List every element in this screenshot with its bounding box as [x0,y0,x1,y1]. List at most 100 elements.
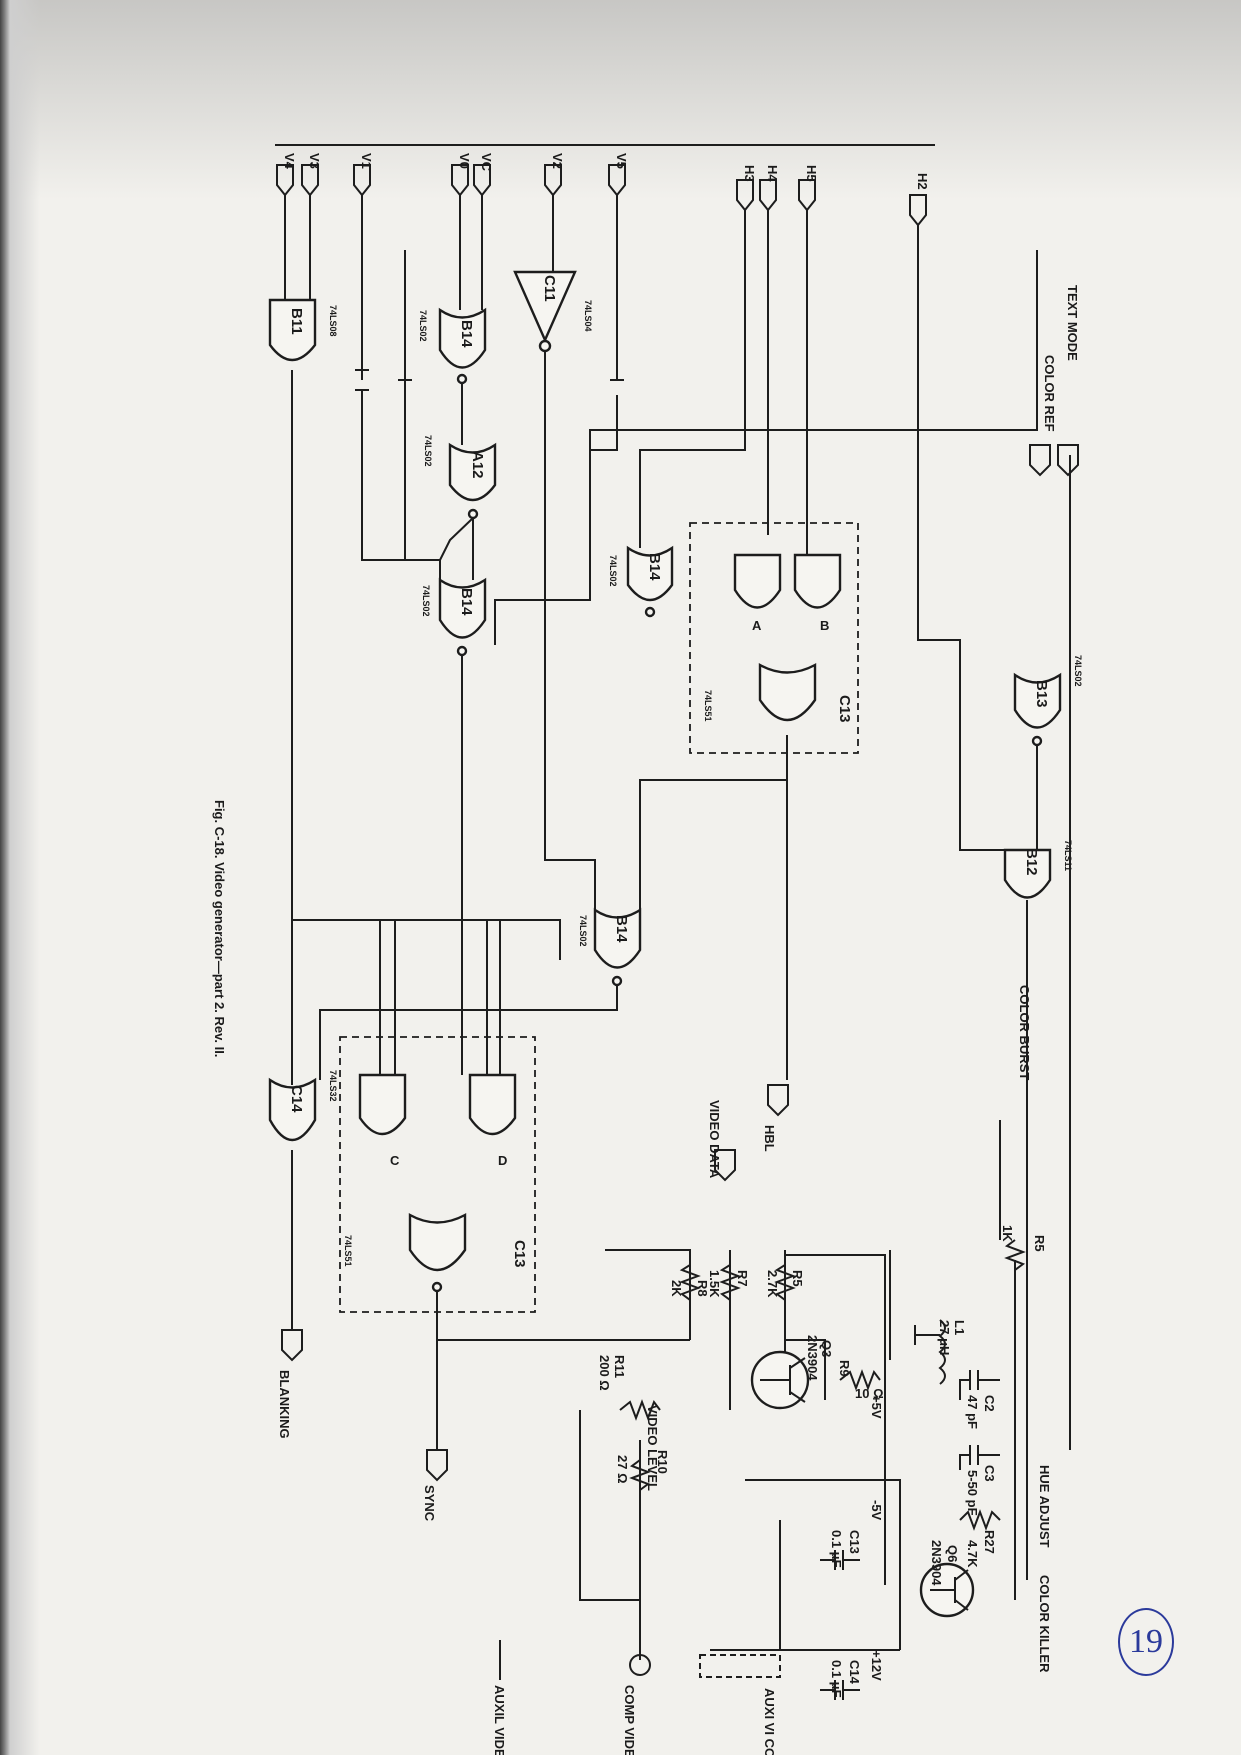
svg-text:B13: B13 [1033,680,1050,708]
svg-text:B14: B14 [646,553,663,581]
svg-text:VIDEO DATA: VIDEO DATA [707,1100,722,1179]
gate-b14-upper: B14 74LS02 [418,307,487,385]
input-label-vc: VC [479,153,494,172]
input-label-v2: V2 [550,153,565,169]
svg-text:74LS02: 74LS02 [421,585,431,617]
resistor-r5 [774,1250,796,1310]
svg-text:COLOR KILLER: COLOR KILLER [1037,1575,1052,1673]
svg-text:74LS02: 74LS02 [578,915,588,947]
svg-text:VIDEO LEVEL: VIDEO LEVEL [645,1405,660,1491]
svg-text:10 Ω: 10 Ω [855,1386,884,1401]
component-labels: R8 2K R7 1.5K R5 2.7K R9 10 Ω R11 200 Ω … [597,1225,1047,1698]
svg-text:47 pF: 47 pF [965,1395,980,1429]
svg-text:B: B [820,618,829,633]
gate-c11-inverter: C11 74LS04 [513,270,593,353]
gate-b14-middle: B14 74LS02 [421,577,487,657]
svg-text:TEXT MODE: TEXT MODE [1065,285,1080,361]
ic-c13-upper: A B C13 74LS51 [689,522,859,754]
svg-text:-5V: -5V [869,1500,884,1521]
svg-text:C3: C3 [982,1465,997,1482]
svg-text:4.7K: 4.7K [965,1540,980,1568]
svg-text:1K: 1K [1000,1225,1015,1242]
svg-text:B12: B12 [1023,848,1040,876]
resistor-r7 [719,1250,741,1310]
svg-text:2N3904: 2N3904 [929,1540,944,1586]
inductor-l1 [914,1319,946,1385]
svg-text:R8: R8 [695,1280,710,1297]
connector-text-mode [1057,444,1079,477]
svg-text:HUE ADJUST: HUE ADJUST [1037,1465,1052,1548]
svg-text:2.7K: 2.7K [765,1270,780,1298]
svg-text:R10: R10 [655,1450,670,1474]
svg-text:HBL: HBL [762,1125,777,1152]
resistor-r11 [619,1399,661,1421]
resistors [619,1239,1026,1531]
svg-text:Q6: Q6 [945,1545,960,1562]
svg-text:B14: B14 [458,588,475,616]
svg-text:1.5K: 1.5K [707,1270,722,1298]
input-label-v4: V4 [282,153,297,170]
wiring [284,195,1071,1660]
svg-text:BLANKING: BLANKING [277,1370,292,1439]
gate-b11: B11 74LS08 [268,298,338,362]
figure-caption: Fig. C-18. Video generator—part 2. Rev. … [212,800,227,1057]
svg-text:74LS51: 74LS51 [703,690,713,722]
scan-binding-edge [0,0,40,1755]
input-label-v0: V0 [457,153,472,169]
svg-text:+12V: +12V [869,1650,884,1681]
gate-a12: A12 74LS02 [423,435,497,520]
svg-text:AUXI VI CONN: AUXI VI CONN [762,1688,777,1755]
connector-aux-conn [699,1654,781,1678]
svg-text:74LS02: 74LS02 [608,555,618,587]
connector-video-data [714,1149,736,1182]
svg-text:AUXIL VIDEO: AUXIL VIDEO [492,1685,507,1755]
svg-text:R27: R27 [982,1530,997,1554]
svg-text:R11: R11 [612,1355,627,1378]
input-connectors [276,164,927,227]
gate-b12: B12 74LS11 [1003,840,1073,899]
svg-text:74LS02: 74LS02 [1073,655,1083,687]
connector-blanking [281,1329,303,1362]
svg-text:R5: R5 [790,1270,805,1287]
svg-text:C14: C14 [288,1085,305,1113]
svg-text:74LS02: 74LS02 [418,310,428,342]
input-label-v3: V3 [307,153,322,169]
svg-text:74LS02: 74LS02 [423,435,433,467]
input-labels: V4 V3 V1 V0 VC V2 V5 H3 H4 H5 H2 [282,153,930,190]
input-label-v5: V5 [614,153,629,169]
svg-text:74LS04: 74LS04 [583,300,593,332]
svg-text:SYNC: SYNC [422,1485,437,1522]
capacitors [820,1370,1000,1700]
svg-text:COLOR BURST: COLOR BURST [1017,985,1032,1080]
svg-text:D: D [498,1153,507,1168]
svg-text:74LS08: 74LS08 [328,305,338,337]
resistor-r27 [959,1509,1001,1531]
svg-text:2K: 2K [669,1280,684,1297]
svg-text:R5: R5 [1032,1235,1047,1252]
svg-text:B14: B14 [458,320,475,348]
svg-text:C: C [390,1153,400,1168]
ic-c13-lower: C D C13 74LS51 [339,1036,536,1313]
resistor-r9 [839,1369,881,1391]
svg-text:C2: C2 [982,1395,997,1412]
svg-text:R9: R9 [837,1360,852,1377]
connector-sync [426,1449,448,1482]
svg-text:+5V: +5V [869,1395,884,1419]
svg-text:74LS51: 74LS51 [343,1235,353,1267]
svg-text:B14: B14 [613,915,630,943]
input-label-v1: V1 [359,153,374,169]
svg-text:5-50 pF: 5-50 pF [965,1470,980,1516]
svg-text:27 Ω: 27 Ω [615,1455,630,1484]
svg-text:C13: C13 [511,1240,528,1268]
transistor-q6 [919,1562,975,1618]
resistor-r10 [629,1459,651,1491]
svg-text:C14: C14 [847,1660,862,1685]
input-label-h5: H5 [804,165,819,182]
connector-hbl [767,1084,789,1117]
svg-text:Q3: Q3 [819,1340,834,1357]
svg-text:200 Ω: 200 Ω [597,1355,612,1391]
input-label-h2: H2 [915,173,930,190]
resistor-r8 [679,1250,701,1310]
transistor-q3 [750,1350,810,1410]
